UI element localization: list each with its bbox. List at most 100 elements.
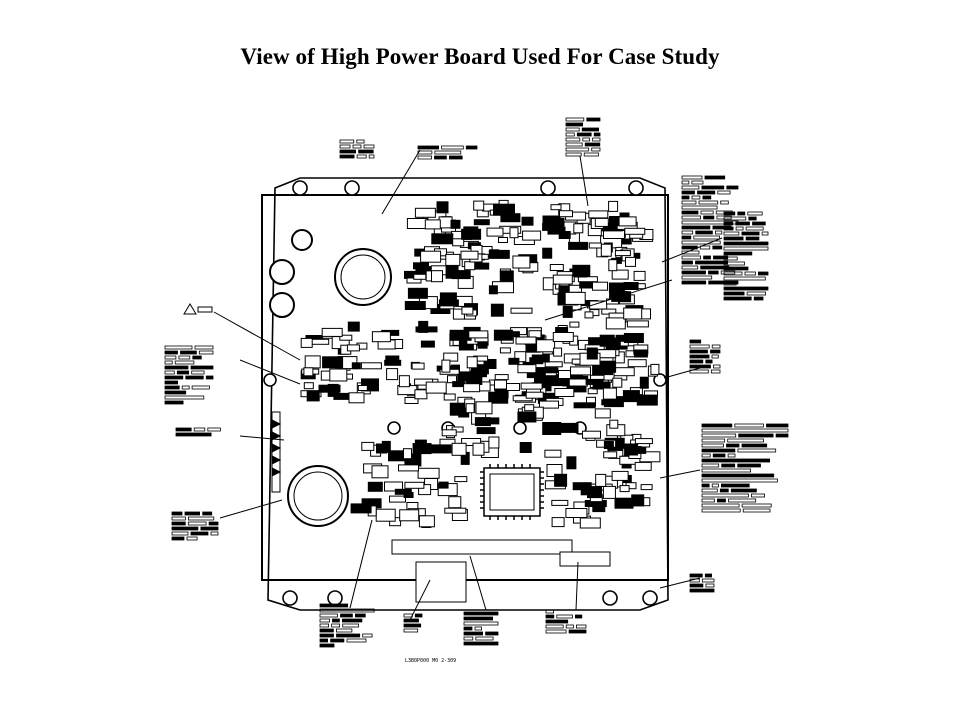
callout-text-line	[741, 443, 768, 448]
callout-text-line	[705, 583, 715, 588]
callout-text-line	[178, 355, 191, 360]
component	[627, 359, 647, 368]
component	[614, 497, 634, 509]
callout-text-line	[697, 190, 716, 195]
component	[600, 243, 612, 257]
component	[508, 357, 520, 365]
callout-text-line	[701, 433, 737, 438]
component	[611, 269, 629, 280]
component	[564, 291, 586, 305]
component	[483, 359, 497, 369]
callout-text-line	[368, 154, 375, 159]
component	[413, 262, 429, 270]
component	[609, 419, 619, 429]
callout-text-line	[701, 443, 724, 448]
component	[634, 461, 652, 471]
callout-text-line	[545, 619, 569, 624]
component	[633, 349, 648, 358]
callout-text-line	[726, 185, 739, 190]
component	[633, 270, 646, 281]
callout-text-line	[681, 240, 721, 245]
component	[603, 441, 614, 449]
callout-text-line	[474, 626, 482, 631]
component	[384, 481, 403, 492]
callout-text-line	[463, 636, 474, 641]
component	[350, 503, 372, 514]
component	[321, 327, 343, 337]
callout-text-line	[701, 458, 770, 463]
callout-text-line	[171, 516, 186, 521]
component	[605, 317, 626, 330]
component	[650, 363, 660, 375]
component	[414, 207, 436, 218]
callout-text-line	[723, 266, 749, 271]
callout-text-line	[701, 493, 749, 498]
callout-text-line	[346, 638, 367, 643]
callout-text-line	[356, 139, 365, 144]
callout-text-line	[417, 150, 433, 155]
callout-text-line	[723, 216, 747, 221]
component	[543, 367, 559, 374]
callout-text-line	[723, 251, 753, 256]
callout-text-line	[753, 296, 764, 301]
component	[449, 329, 472, 341]
component	[624, 227, 646, 235]
component	[385, 355, 400, 366]
component	[418, 515, 435, 528]
callout-text-line	[681, 260, 693, 265]
callout-text-line	[701, 503, 740, 508]
callout-text-line	[331, 623, 341, 628]
callout-text-line	[701, 508, 741, 513]
callout-text-line	[711, 354, 719, 359]
callout-text-line	[200, 526, 219, 531]
component	[438, 216, 453, 229]
component	[594, 217, 609, 227]
component	[447, 375, 457, 384]
component	[619, 485, 630, 493]
component	[418, 320, 429, 333]
component	[389, 495, 406, 503]
callout-text-line	[723, 231, 740, 236]
callout-text-line	[576, 624, 587, 629]
callout-text-line	[194, 345, 214, 350]
component	[452, 238, 465, 247]
component	[451, 270, 471, 280]
component	[608, 282, 625, 293]
component	[499, 270, 514, 282]
component	[411, 362, 425, 370]
callout-text-line	[738, 433, 774, 438]
callout-text-line	[434, 150, 462, 155]
component	[438, 299, 459, 307]
component	[566, 456, 577, 470]
callout-text-line	[691, 180, 704, 185]
component	[592, 365, 614, 376]
callout-text-line	[208, 521, 219, 526]
callout-text-line	[710, 349, 721, 354]
component	[436, 201, 449, 214]
callout-text-line	[703, 215, 715, 220]
callout-text-line	[586, 117, 601, 122]
component	[634, 438, 653, 445]
component	[608, 200, 619, 212]
component	[327, 383, 339, 397]
callout-text-line	[187, 516, 215, 521]
callout-text-line	[701, 468, 751, 473]
callout-text-line	[761, 231, 769, 236]
callout-text-line	[702, 195, 712, 200]
component	[582, 430, 601, 439]
callout-text-line	[354, 613, 366, 618]
component	[451, 442, 467, 456]
slide-title: View of High Power Board Used For Case S…	[240, 44, 720, 69]
callout-text-line	[681, 250, 700, 255]
component	[595, 473, 607, 487]
component-field	[300, 199, 661, 529]
component	[357, 385, 368, 391]
component	[539, 400, 559, 409]
callout-text-line	[713, 364, 721, 369]
callout-text-line	[403, 618, 419, 623]
callout-text-line	[700, 210, 714, 215]
callout-text-line	[190, 531, 209, 536]
callout-text-line	[319, 638, 328, 643]
callout-text-line	[723, 236, 744, 241]
callout-text-line	[681, 215, 702, 220]
